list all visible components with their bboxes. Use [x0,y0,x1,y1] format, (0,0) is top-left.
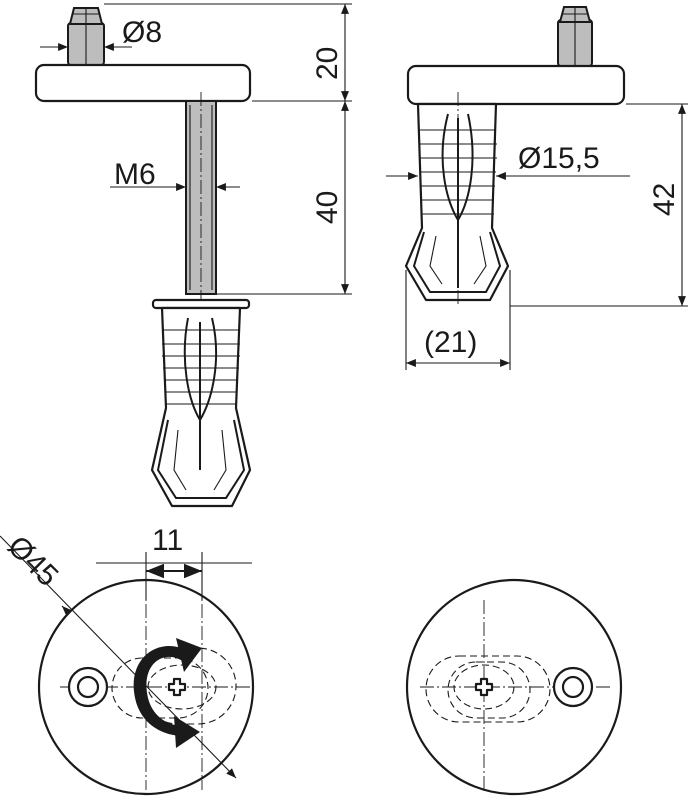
assembled-cap-plate [406,64,626,106]
thread-label: M6 [114,158,156,191]
screw-head-icon-right [474,677,494,697]
mounting-hole-right [552,666,594,708]
dim-thread: M6 [110,158,240,191]
rotation-arrow-icon [133,638,202,748]
threaded-bolt [185,92,217,300]
dim-cap-diameter: Ø8 [40,16,162,60]
dim-anchor-diameter: Ø15,5 [386,142,630,180]
top-view-right [405,578,623,796]
dim-total-height: 42 [510,103,688,307]
anchor-width-label: (21) [424,326,477,359]
total-height-label: 42 [648,183,681,216]
dim-slot-length: 11 [96,524,252,600]
assembled-side-view [404,6,626,306]
slot-outline-right [425,655,551,723]
mounting-hole [67,666,109,708]
assembled-cap-knob [557,6,593,67]
bolt-length-label: 40 [311,191,344,224]
cap-height-label: 20 [311,47,344,80]
expanding-anchor [150,298,252,508]
screw-head-icon [167,677,187,697]
cap-plate [34,63,252,103]
cap-knob [67,7,105,66]
assembled-anchor [404,92,510,306]
anchor-diameter-label: Ø15,5 [518,142,600,175]
dim-bolt-length: 40 [216,101,352,295]
slot-length-label: 11 [152,524,183,557]
base-diameter-label: Ø45 [1,530,64,593]
dim-cap-height: 20 [104,3,352,102]
cap-diameter-label: Ø8 [122,16,162,49]
exploded-side-view [34,7,252,508]
dim-anchor-width: (21) [405,270,511,370]
